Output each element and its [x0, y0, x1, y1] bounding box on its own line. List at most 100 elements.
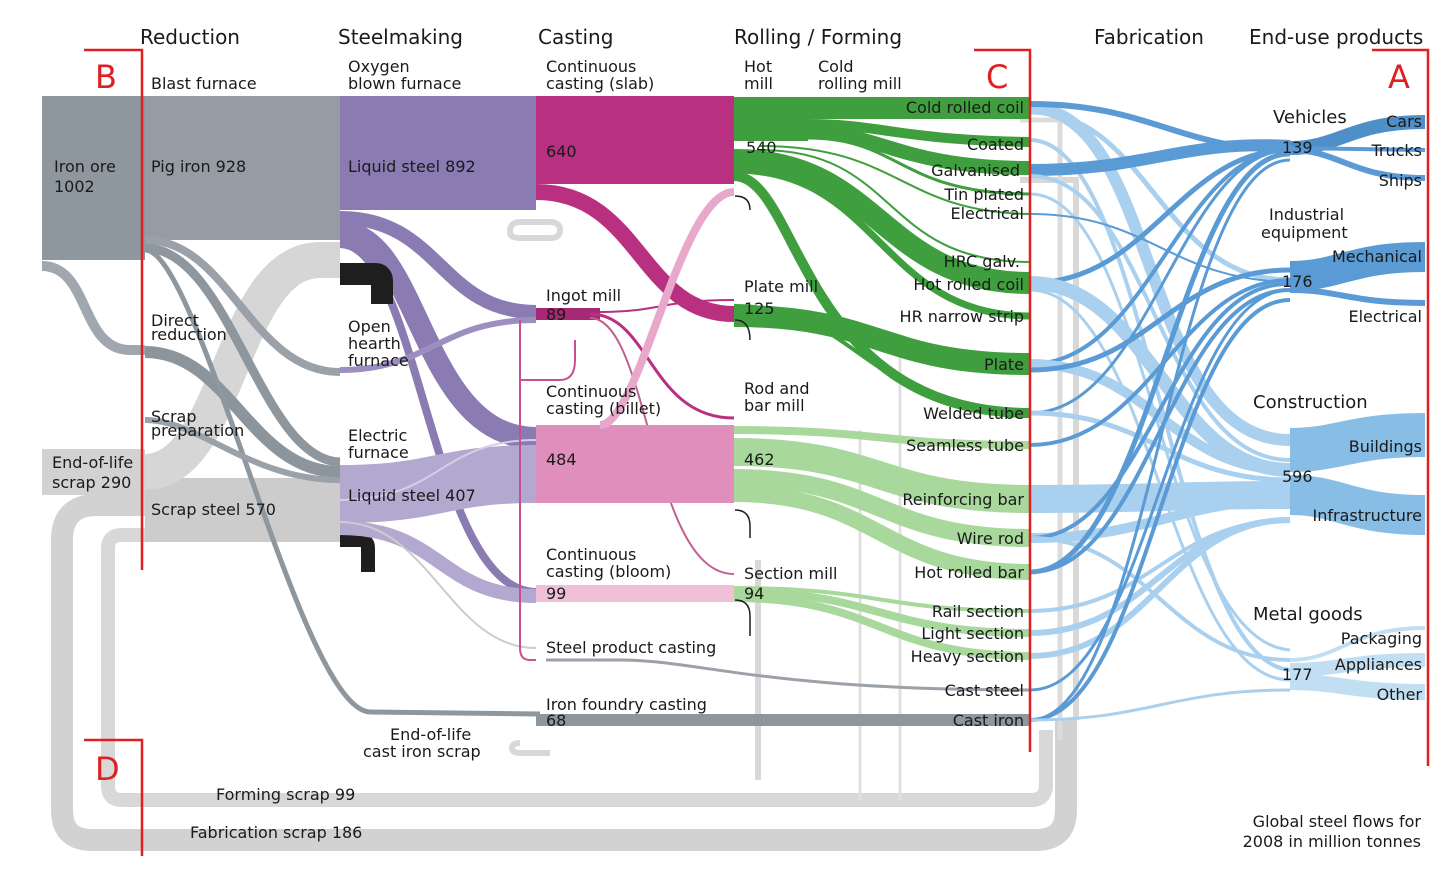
label-mechanical: Mechanical — [1332, 247, 1422, 266]
label-oxygen-1: Oxygen — [348, 57, 410, 76]
label-cc-slab-2: casting (slab) — [546, 74, 654, 93]
label-pig-iron: Pig iron 928 — [151, 157, 246, 176]
label-scrap-prep-1: Scrap — [151, 407, 197, 426]
label-liquid-steel-892: Liquid steel 892 — [348, 157, 476, 176]
label-section-mill-value: 94 — [744, 584, 764, 603]
product-label: Seamless tube — [906, 436, 1024, 455]
label-cc-slab-value: 640 — [546, 142, 577, 161]
pig-iron-flow — [145, 96, 340, 240]
label-eol-scrap-2: scrap 290 — [52, 473, 131, 492]
label-infrastructure: Infrastructure — [1313, 506, 1422, 525]
label-other: Other — [1377, 685, 1423, 704]
rolling-flows — [733, 97, 1031, 660]
label-hot-mill-1: Hot — [744, 57, 772, 76]
label-ingot-value: 89 — [546, 305, 566, 324]
label-cc-billet-value: 484 — [546, 450, 577, 469]
product-label: Reinforcing bar — [902, 490, 1024, 509]
casting-flows — [506, 96, 1031, 756]
label-open-hearth-1: Open — [348, 317, 391, 336]
label-cc-bloom-1: Continuous — [546, 545, 636, 564]
label-scrap-steel: Scrap steel 570 — [151, 500, 276, 519]
label-plate-mill: Plate mill — [744, 277, 818, 296]
label-cars: Cars — [1386, 112, 1422, 131]
caption-line-2: 2008 in million tonnes — [1243, 832, 1421, 851]
billet-flow — [536, 425, 734, 503]
section-label-b: B — [95, 58, 117, 96]
stage-end-use: End-use products — [1249, 25, 1423, 49]
label-industrial-value: 176 — [1282, 272, 1313, 291]
product-label: Wire rod — [957, 529, 1024, 548]
label-construction-value: 596 — [1282, 467, 1313, 486]
stage-steelmaking: Steelmaking — [338, 25, 463, 49]
product-label: Cast iron — [953, 711, 1024, 730]
fabrication-flows — [1029, 101, 1291, 722]
label-industrial-1: Industrial — [1269, 205, 1344, 224]
label-rod-bar-2: bar mill — [744, 396, 805, 415]
label-vehicles-value: 139 — [1282, 138, 1313, 157]
liquid-steel-892-flow — [340, 96, 536, 210]
label-liquid-steel-407: Liquid steel 407 — [348, 486, 476, 505]
label-hot-mill-value: 540 — [746, 138, 777, 157]
product-label: Hot rolled bar — [914, 563, 1024, 582]
label-direct-reduction-2: reduction — [151, 325, 227, 344]
label-iron-foundry: Iron foundry casting — [546, 695, 707, 714]
slab-flow — [536, 96, 734, 184]
product-label: Galvanised — [931, 161, 1020, 180]
enduse-labels: Vehicles 139 Cars Trucks Ships Industria… — [1253, 107, 1422, 704]
label-cc-billet-1: Continuous — [546, 382, 636, 401]
node-labels: Blast furnace Iron ore 1002 Pig iron 928… — [52, 57, 902, 842]
product-label: Plate — [984, 355, 1024, 374]
stage-rolling-forming: Rolling / Forming — [734, 25, 902, 49]
label-cc-bloom-2: casting (bloom) — [546, 562, 671, 581]
product-label: Welded tube — [923, 404, 1024, 423]
stage-headers: Reduction Steelmaking Casting Rolling / … — [140, 25, 1423, 49]
label-open-hearth-3: furnace — [348, 351, 409, 370]
product-label: Electrical — [950, 204, 1024, 223]
section-letters: A B C D — [95, 58, 1410, 788]
scrap-loops — [42, 117, 1079, 851]
label-cc-billet-2: casting (billet) — [546, 399, 661, 418]
label-appliances: Appliances — [1335, 655, 1422, 674]
product-labels: Cold rolled coil Coated Galvanised Tin p… — [900, 98, 1025, 730]
label-construction: Construction — [1253, 392, 1368, 413]
stage-fabrication: Fabrication — [1094, 25, 1204, 49]
label-cc-slab-1: Continuous — [546, 57, 636, 76]
label-section-mill: Section mill — [744, 564, 837, 583]
label-plate-mill-value: 125 — [744, 299, 775, 318]
label-rod-bar-value: 462 — [744, 450, 775, 469]
section-label-c: C — [986, 58, 1008, 96]
label-packaging: Packaging — [1341, 629, 1422, 648]
label-forming-scrap: Forming scrap 99 — [216, 785, 355, 804]
bloom-flow — [536, 585, 734, 602]
label-cold-mill-1: Cold — [818, 57, 854, 76]
label-metal-goods-value: 177 — [1282, 665, 1313, 684]
label-scrap-prep-2: preparation — [151, 421, 244, 440]
label-hot-mill-2: mill — [744, 74, 773, 93]
product-label: HRC galv. — [944, 252, 1020, 271]
product-label: Light section — [921, 624, 1024, 643]
label-eol-scrap-1: End-of-life — [52, 453, 133, 472]
label-eol-cast-iron-1: End-of-life — [390, 725, 471, 744]
iron-ore-node — [42, 96, 145, 260]
label-steel-product-casting: Steel product casting — [546, 638, 716, 657]
caption-line-1: Global steel flows for — [1253, 812, 1422, 831]
steelmaking-flows — [338, 96, 537, 649]
reduction-flows — [41, 96, 541, 717]
label-ships: Ships — [1379, 171, 1422, 190]
caption: Global steel flows for 2008 in million t… — [1243, 812, 1422, 851]
label-iron-foundry-value: 68 — [546, 711, 566, 730]
product-label: Cold rolled coil — [906, 98, 1024, 117]
label-rod-bar-1: Rod and — [744, 379, 810, 398]
enduse-flows — [1289, 115, 1426, 700]
label-iron-ore-value: 1002 — [54, 177, 95, 196]
label-trucks: Trucks — [1370, 141, 1422, 160]
label-direct-reduction-1: Direct — [151, 311, 199, 330]
label-electric-1: Electric — [348, 426, 407, 445]
product-label: HR narrow strip — [900, 307, 1024, 326]
product-label: Coated — [967, 135, 1024, 154]
label-cold-mill-2: rolling mill — [818, 74, 902, 93]
label-vehicles: Vehicles — [1273, 107, 1347, 128]
label-ingot-mill: Ingot mill — [546, 286, 621, 305]
product-label: Cast steel — [945, 681, 1024, 700]
